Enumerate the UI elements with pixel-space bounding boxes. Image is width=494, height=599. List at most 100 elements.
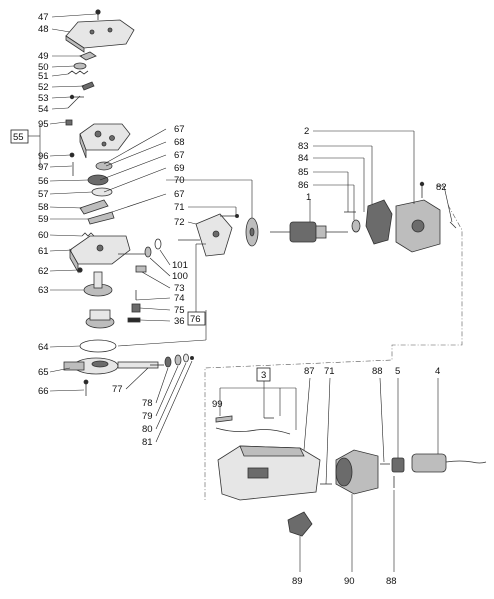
label-50: 50 (38, 62, 49, 73)
label-1: 1 (306, 192, 311, 203)
label-80: 80 (142, 424, 153, 435)
label-60: 60 (38, 230, 49, 241)
part-54-bolt (67, 95, 81, 109)
label-2: 2 (304, 126, 309, 137)
label-49: 49 (38, 51, 49, 62)
part-1-armature (270, 221, 348, 243)
label-73: 73 (174, 283, 185, 294)
label-71-lower: 71 (324, 366, 335, 377)
label-72: 72 (174, 217, 185, 228)
part-81-nut (189, 355, 194, 360)
label-56: 56 (38, 176, 49, 187)
part-57-bevel-gear (91, 187, 113, 197)
label-59: 59 (38, 214, 49, 225)
part-4-power-cable (411, 453, 487, 473)
label-48: 48 (38, 24, 49, 35)
label-51: 51 (38, 71, 49, 82)
label-101: 101 (172, 260, 188, 271)
part-number-labels: 47 48 49 50 51 52 53 54 55 95 96 97 56 5… (13, 12, 447, 587)
part-77-spindle (117, 361, 164, 369)
label-67-mid: 67 (174, 150, 185, 161)
label-box-76 (187, 311, 206, 326)
part-73-bushing (135, 265, 147, 273)
part-48-gear-cover (65, 19, 135, 53)
label-86: 86 (298, 180, 309, 191)
label-box-3 (256, 367, 271, 382)
part-60-spring (81, 232, 95, 237)
part-58-lever (79, 199, 109, 215)
label-4: 4 (435, 366, 440, 377)
part-68-gear (95, 161, 113, 171)
label-99: 99 (212, 399, 223, 410)
part-2-stator (395, 199, 441, 253)
part-82-small-screw (449, 221, 457, 229)
label-74: 74 (174, 293, 185, 304)
part-78-bearing (164, 356, 172, 368)
label-58: 58 (38, 202, 49, 213)
label-76: 76 (190, 314, 201, 325)
label-79: 79 (142, 411, 153, 422)
label-70: 70 (174, 175, 185, 186)
part-86-bearing (351, 219, 361, 233)
label-81: 81 (142, 437, 153, 448)
label-95: 95 (38, 119, 49, 130)
part-51-spring (67, 70, 89, 75)
label-55: 55 (13, 132, 24, 143)
part-62-screw (77, 267, 83, 273)
label-61: 61 (38, 246, 49, 257)
label-97: 97 (38, 162, 49, 173)
part-64-ring (85, 309, 115, 329)
part-99-cable-set (215, 415, 291, 435)
label-82: 82 (436, 182, 447, 193)
label-71-upper: 71 (174, 202, 185, 213)
label-47: 47 (38, 12, 49, 23)
label-63: 63 (38, 285, 49, 296)
part-101-ring (154, 238, 162, 250)
part-61-gear-housing (69, 235, 150, 274)
label-65: 65 (38, 367, 49, 378)
part-52-pin (81, 81, 95, 91)
part-56-bearing (87, 174, 109, 186)
part-79-washer (174, 354, 182, 366)
label-66: 66 (38, 386, 49, 397)
part-87-motor-housing (217, 445, 321, 501)
part-75-button (131, 303, 141, 313)
label-67-top: 67 (174, 124, 185, 135)
label-69: 69 (174, 163, 185, 174)
label-87: 87 (304, 366, 315, 377)
label-57: 57 (38, 189, 49, 200)
part-50-washer (73, 62, 87, 70)
part-49-knob (79, 51, 97, 61)
part-65-flange (63, 357, 119, 375)
part-82-screw (419, 181, 425, 198)
part-47-screw (95, 9, 101, 20)
label-box-55 (10, 129, 29, 144)
label-77: 77 (112, 384, 123, 395)
label-67-low: 67 (174, 189, 185, 200)
label-75: 75 (174, 305, 185, 316)
part-36-label (127, 317, 141, 323)
label-68: 68 (174, 137, 185, 148)
label-84: 84 (298, 153, 309, 164)
label-88-lower: 88 (386, 576, 397, 587)
part-63-spindle-assembly (83, 271, 113, 297)
part-89-switch (287, 511, 313, 537)
part-64b-seal-ring (79, 339, 117, 353)
part-70-fan (245, 217, 259, 247)
part-59-lever (87, 211, 115, 225)
label-3: 3 (261, 370, 266, 381)
label-78: 78 (142, 398, 153, 409)
label-96: 96 (38, 151, 49, 162)
part-53-screw (69, 94, 84, 100)
part-80-washer (183, 353, 189, 363)
label-62: 62 (38, 266, 49, 277)
part-96-ball (69, 152, 75, 158)
label-85: 85 (298, 167, 309, 178)
label-90: 90 (344, 576, 355, 587)
part-5-strain-relief (391, 457, 405, 473)
part-55-gear-housing (79, 123, 131, 159)
part-100-washer (144, 246, 152, 258)
leader-lines (28, 13, 453, 572)
label-36: 36 (174, 316, 185, 327)
